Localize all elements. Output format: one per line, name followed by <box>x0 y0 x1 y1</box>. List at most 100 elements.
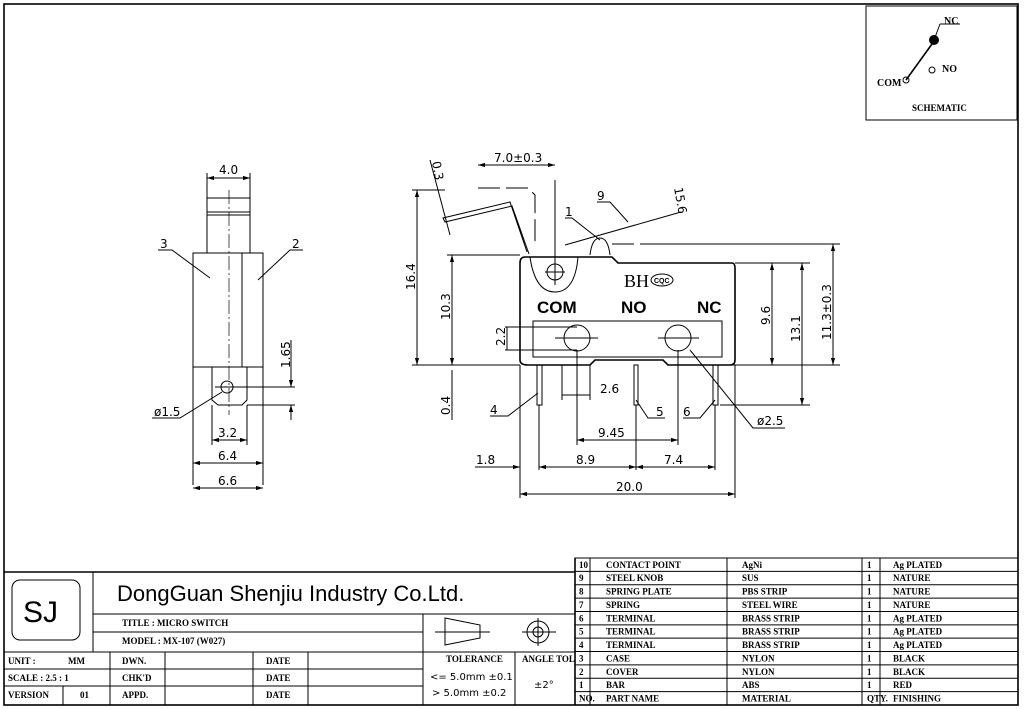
bom-cell-material: NYLON <box>742 667 775 677</box>
bom-cell-material: PBS STRIP <box>742 587 788 597</box>
svg-text:2.6: 2.6 <box>600 382 619 396</box>
bom-cell-no: NO. <box>579 694 595 704</box>
bom-cell-finish: RED <box>893 680 913 690</box>
bom-cell-material: STEEL WIRE <box>742 600 798 610</box>
bom-cell-qty: 1 <box>867 667 872 677</box>
bom-cell-finish: BLACK <box>893 653 925 663</box>
bom-cell-part: CONTACT POINT <box>606 560 681 570</box>
svg-text:0.4: 0.4 <box>439 396 453 415</box>
bom-cell-finish: Ag PLATED <box>893 560 943 570</box>
bom-cell-finish: Ag PLATED <box>893 613 943 623</box>
bom-cell-qty: 1 <box>867 587 872 597</box>
schematic-switch-arm <box>905 43 933 81</box>
svg-text:20.0: 20.0 <box>616 480 643 494</box>
svg-text:9: 9 <box>597 189 605 203</box>
dim-plunger-width: 4.0 <box>219 163 238 177</box>
bom-cell-no: 8 <box>579 587 584 597</box>
dim-total-width: 6.6 <box>218 474 237 488</box>
company-name: DongGuan Shenjiu Industry Co.Ltd. <box>117 581 464 606</box>
lever-arm <box>442 201 530 255</box>
bom-cell-part: TERMINAL <box>606 613 656 623</box>
bom-cell-no: 4 <box>579 640 584 650</box>
svg-text:2.2: 2.2 <box>494 327 508 346</box>
bom-cell-no: 6 <box>579 613 584 623</box>
schematic-box: NC COM NO SCHEMATIC <box>865 5 1018 121</box>
bom-cell-material: ABS <box>742 680 760 690</box>
bom-cell-part: SPRING PLATE <box>606 587 672 597</box>
svg-text:TOLERANCE: TOLERANCE <box>446 654 503 664</box>
bom-cell-part: STEEL KNOB <box>606 573 663 583</box>
schematic-nc-label: NC <box>944 16 958 27</box>
svg-text:0.3: 0.3 <box>429 160 446 181</box>
svg-text:15.6: 15.6 <box>671 186 689 215</box>
schematic-com-label: COM <box>877 78 902 89</box>
svg-text:1.8: 1.8 <box>476 453 495 467</box>
bom-row: 8 SPRING PLATE PBS STRIP 1 NATURE <box>579 587 930 597</box>
bom-cell-finish: NATURE <box>893 587 930 597</box>
bom-cell-qty: 1 <box>867 680 872 690</box>
part-label-2: 2 <box>292 237 300 251</box>
svg-text:ANGLE TOL: ANGLE TOL <box>522 654 575 664</box>
bom-cell-finish: FINISHING <box>893 694 941 704</box>
bom-cell-qty: 1 <box>867 573 872 583</box>
svg-text:SCALE : 2.5 : 1: SCALE : 2.5 : 1 <box>8 673 69 683</box>
bom-cell-no: 10 <box>579 560 589 570</box>
cqc-mark <box>650 273 674 287</box>
svg-text:DATE: DATE <box>266 673 290 683</box>
bom-cell-finish: BLACK <box>893 667 925 677</box>
schematic-no-label: NO <box>942 64 957 75</box>
dimensions: 7.0±0.3 0.3 15.6 9 1 16.4 10.3 2.2 0.4 4… <box>404 151 840 498</box>
dim-body-width: 6.4 <box>218 449 237 463</box>
bom-cell-qty: 1 <box>867 613 872 623</box>
bom-cell-part: COVER <box>606 667 639 677</box>
bom-cell-material: NYLON <box>742 653 775 663</box>
bom-cell-part: TERMINAL <box>606 640 656 650</box>
terminal-label-no: NO <box>621 298 647 317</box>
bom-cell-material: BRASS STRIP <box>742 640 800 650</box>
svg-text:APPD.: APPD. <box>122 690 148 700</box>
dim-hole-offset: 1.65 <box>279 341 293 368</box>
bom-cell-material: SUS <box>742 573 759 583</box>
projection-cone <box>444 617 481 646</box>
bom-cell-no: 3 <box>579 653 584 663</box>
bom-cell-part: TERMINAL <box>606 627 656 637</box>
dim-tab-width: 3.2 <box>218 426 237 440</box>
bom-cell-qty: QTY. <box>867 694 888 704</box>
svg-text:MM: MM <box>68 656 85 666</box>
company-logo: SJ <box>23 596 58 629</box>
bom-header: NO. PART NAME MATERIAL QTY. FINISHING <box>579 694 941 704</box>
bom-row: 2 COVER NYLON 1 BLACK <box>579 667 925 677</box>
bom-cell-material: MATERIAL <box>742 694 791 704</box>
bom-cell-no: 5 <box>579 627 584 637</box>
svg-text:CQC: CQC <box>654 278 670 285</box>
terminal-label-nc: NC <box>697 298 722 317</box>
svg-text:> 5.0mm ±0.2: > 5.0mm ±0.2 <box>432 688 506 699</box>
bom-cell-part: PART NAME <box>606 694 659 704</box>
bom-cell-qty: 1 <box>867 653 872 663</box>
bom-cell-part: BAR <box>606 680 626 690</box>
svg-text:9.45: 9.45 <box>598 426 625 440</box>
bom-cell-finish: NATURE <box>893 600 930 610</box>
bom-cell-qty: 1 <box>867 640 872 650</box>
terminal-pins <box>536 364 719 406</box>
svg-text:DWN.: DWN. <box>122 656 146 666</box>
dim-hole-diameter: ø1.5 <box>154 405 180 419</box>
svg-text:13.1: 13.1 <box>789 315 803 342</box>
svg-text:9.6: 9.6 <box>759 306 773 325</box>
schematic-title: SCHEMATIC <box>912 103 967 113</box>
bom-cell-no: 2 <box>579 667 584 677</box>
bom-cell-no: 7 <box>579 600 584 610</box>
terminal-window <box>532 320 723 358</box>
drawing-frame <box>3 3 1019 706</box>
svg-text:5: 5 <box>656 405 664 419</box>
svg-text:DATE: DATE <box>266 690 290 700</box>
svg-text:8.9: 8.9 <box>576 453 595 467</box>
switch-body <box>519 256 736 366</box>
